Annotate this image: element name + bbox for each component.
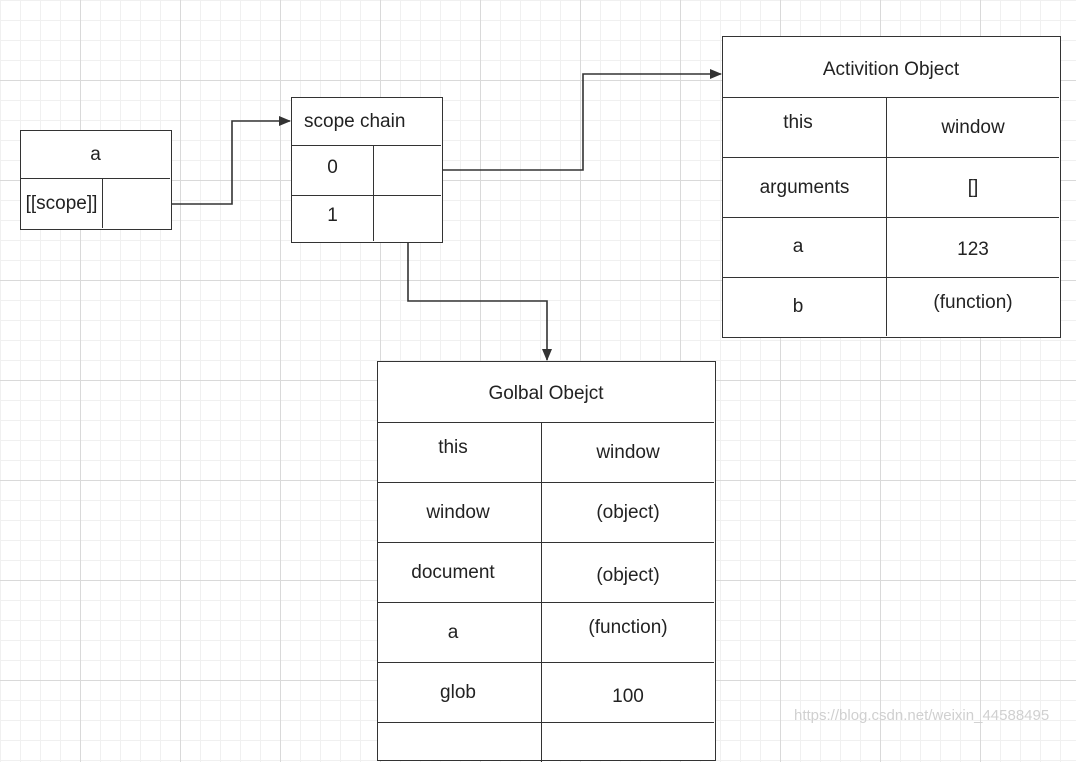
scope-chain-title: scope chain xyxy=(304,110,406,132)
global-divider-1 xyxy=(378,422,714,423)
arrow-slot0-to-activation-object xyxy=(443,69,722,171)
scope-chain-divider-1 xyxy=(292,145,441,146)
activation-object-title: Activition Object xyxy=(822,58,960,80)
function-a-divider xyxy=(21,178,170,179)
scope-chain-index-1: 1 xyxy=(327,205,338,226)
function-a-column-divider xyxy=(102,178,103,228)
global-value-a: (function) xyxy=(588,617,668,638)
global-value-empty xyxy=(542,723,714,760)
activation-key-this: this xyxy=(783,111,813,133)
scope-chain-slot-1 xyxy=(374,196,441,241)
scope-chain-divider-2 xyxy=(292,195,441,196)
global-key-glob: glob xyxy=(440,681,476,703)
function-a-scope-value xyxy=(103,179,170,228)
global-divider-3 xyxy=(378,542,714,543)
function-a-title: a xyxy=(90,143,101,165)
global-key-a: a xyxy=(447,621,459,643)
activation-divider-1 xyxy=(723,97,1059,98)
global-value-this: window xyxy=(596,441,660,463)
function-a-box: a [[scope]] xyxy=(20,130,172,230)
activation-column-divider xyxy=(886,97,887,336)
scope-chain-box: scope chain 0 1 xyxy=(291,97,443,243)
global-key-this: this xyxy=(438,436,468,458)
arrow-slot1-to-global-object xyxy=(407,242,552,361)
global-value-window: (object) xyxy=(596,501,660,523)
global-value-glob: 100 xyxy=(612,685,644,707)
scope-chain-slot-0 xyxy=(374,146,441,195)
activation-value-arguments: [] xyxy=(967,176,979,198)
global-divider-2 xyxy=(378,482,714,483)
activation-divider-4 xyxy=(723,277,1059,278)
activation-divider-3 xyxy=(723,217,1059,218)
global-key-document: document xyxy=(411,561,495,583)
global-divider-4 xyxy=(378,602,714,603)
global-object-title: Golbal Obejct xyxy=(488,383,604,404)
activation-key-arguments: arguments xyxy=(759,176,850,198)
activation-value-b: (function) xyxy=(933,292,1013,313)
activation-value-a: 123 xyxy=(957,238,989,260)
global-key-window: window xyxy=(426,501,490,523)
global-key-empty xyxy=(378,723,541,760)
function-a-scope-label: [[scope]] xyxy=(25,192,98,214)
activation-key-a: a xyxy=(792,235,804,257)
activation-key-b: b xyxy=(792,296,804,317)
scope-chain-index-0: 0 xyxy=(327,157,338,178)
activation-object-box: Activition Object this window arguments … xyxy=(722,36,1061,338)
scope-chain-column-divider xyxy=(373,145,374,241)
global-divider-5 xyxy=(378,662,714,663)
activation-divider-2 xyxy=(723,157,1059,158)
global-column-divider xyxy=(541,422,542,762)
global-divider-6 xyxy=(378,722,714,723)
arrow-scope-to-scope-chain xyxy=(172,116,291,205)
global-object-box: Golbal Obejct this window window (object… xyxy=(377,361,716,762)
activation-value-this: window xyxy=(941,116,1005,138)
global-value-document: (object) xyxy=(596,564,660,586)
watermark-text: https://blog.csdn.net/weixin_44588495 xyxy=(794,707,1050,724)
